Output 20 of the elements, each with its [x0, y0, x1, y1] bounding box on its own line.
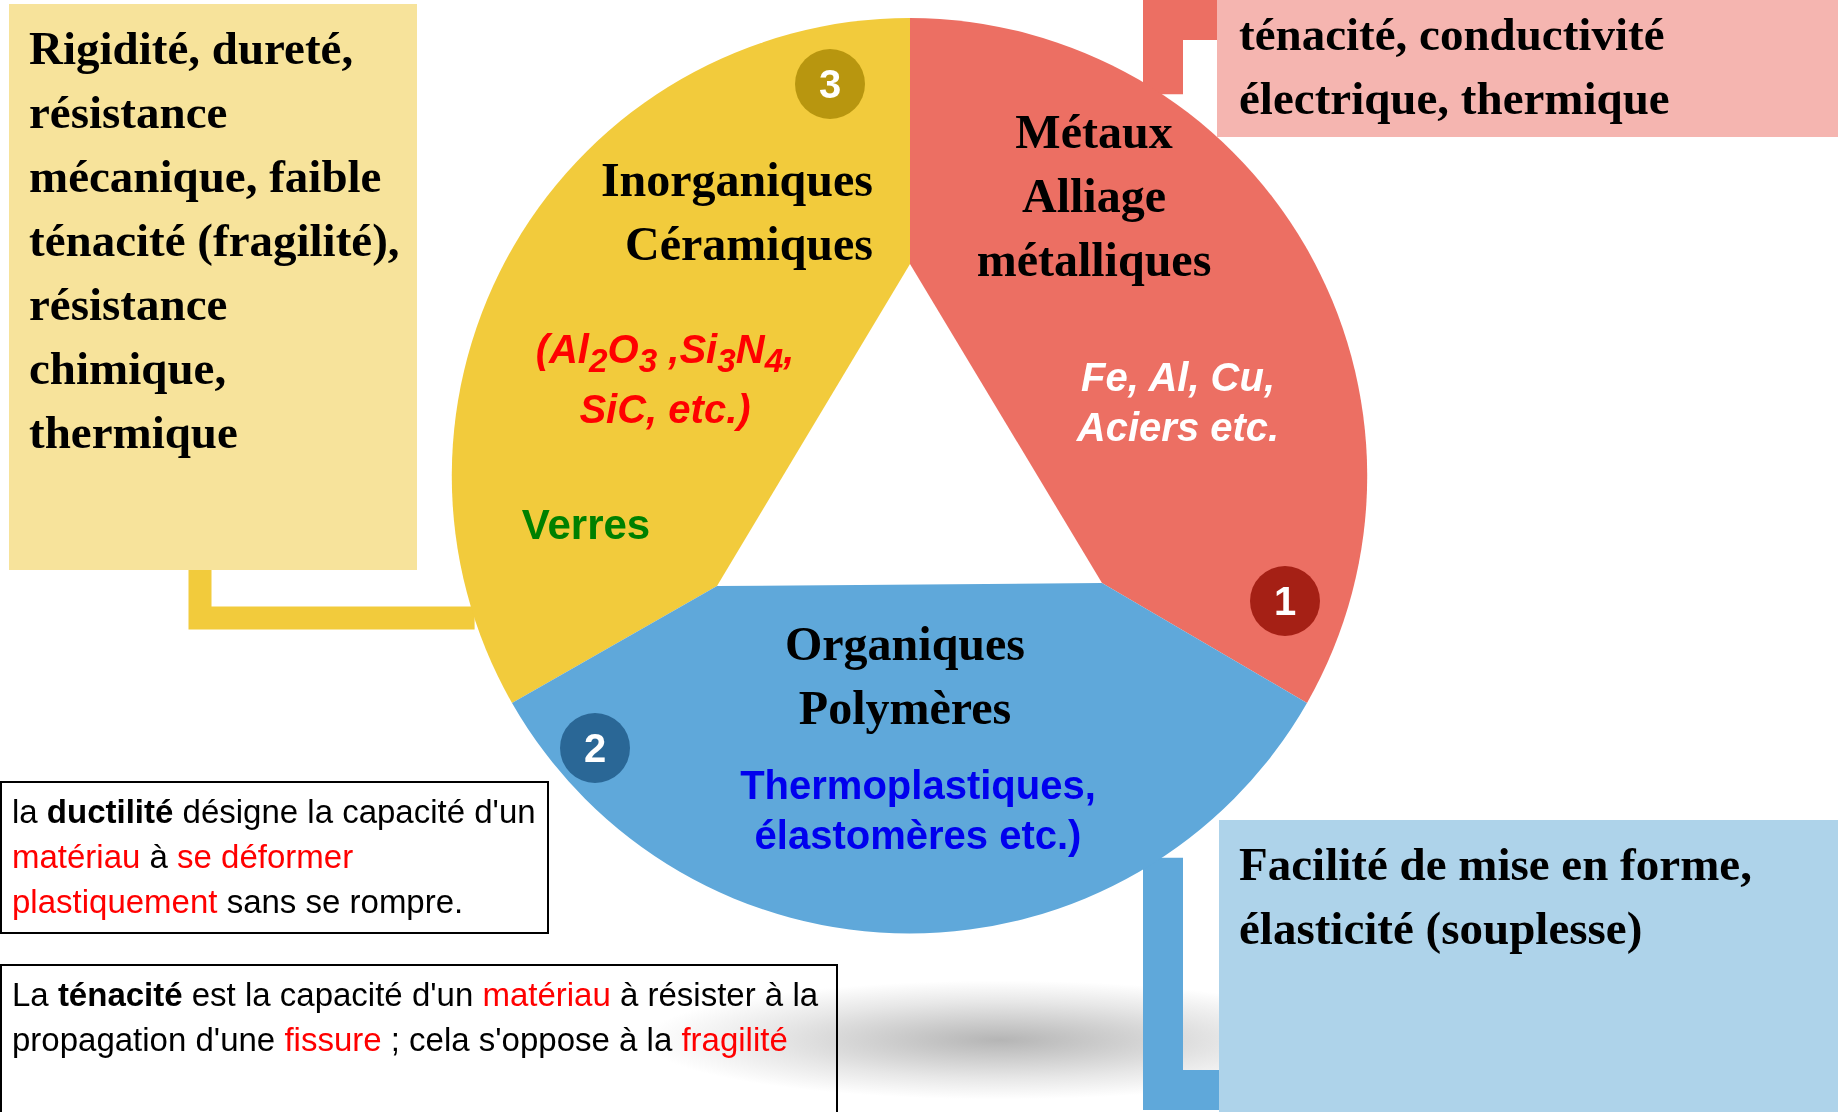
connector-bar [188, 570, 475, 630]
property-panel [1219, 820, 1838, 1112]
property-text: Facilité de mise en forme, élasticité (souplesse) [1238, 837, 1753, 956]
property-panel [9, 4, 417, 570]
connector-bar [1143, 0, 1217, 95]
property-text: Rigidité, dureté, résistance mécanique, faible ténacité (fragilité), résistance chimique, thermique [28, 21, 401, 460]
example-list: Thermoplastiques, élastomères etc.) [698, 760, 1138, 860]
property-text: ténacité, conductivité électrique, thermique [1238, 7, 1671, 126]
example-list: Fe, Al, Cu, Aciers etc. [1038, 352, 1318, 452]
category-title: Inorganiques Céramiques [599, 152, 873, 272]
definition-box [0, 781, 549, 934]
category-title: Organiques Polymères [783, 616, 1026, 736]
category-title: Métaux Alliage métalliques [975, 104, 1213, 288]
example-list: (Al$_{2}$O$_{3}$ ,Si$_{3}$N$_{4}$, SiC, etc.) [500, 325, 830, 433]
connector-bar [1143, 857, 1219, 1110]
definition-box [0, 964, 838, 1112]
definition-text: La ténacité est la capacité d'un matériau à résister à la propagation d'une fissure ; cela s'oppose à la fragilité [11, 975, 820, 1060]
definition-text: la ductilité désigne la capacité d'un matériau à se déformer plastiquement sans se rompre. [11, 792, 537, 922]
property-panel [1217, 0, 1838, 137]
subcategory-label: Verres [520, 500, 652, 550]
